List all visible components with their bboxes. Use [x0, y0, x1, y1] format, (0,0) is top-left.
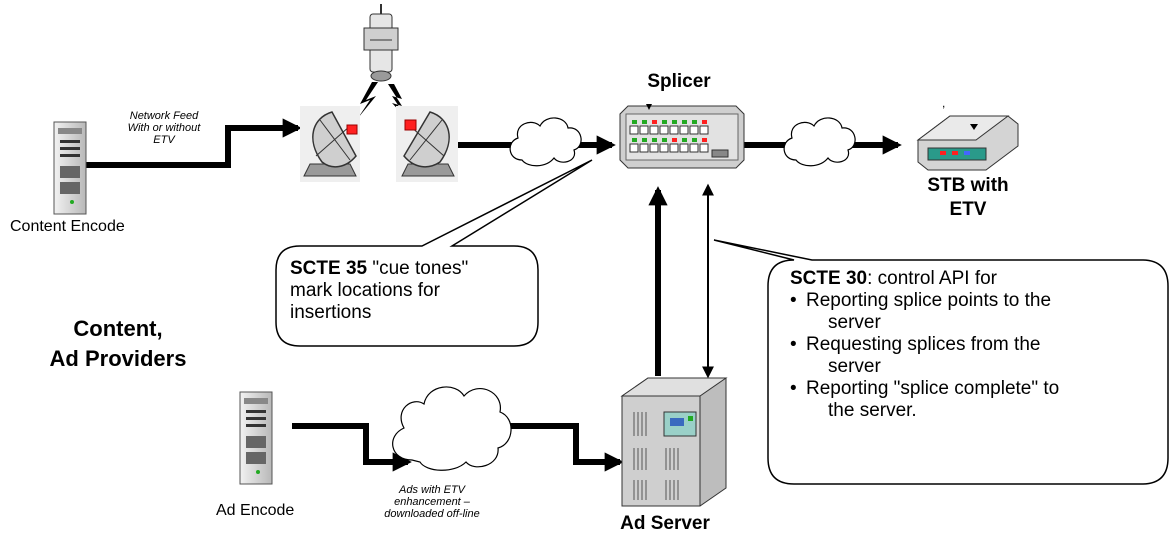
set-top-box-icon	[916, 115, 1019, 171]
scte35-line1: SCTE 35 "cue tones"	[290, 258, 530, 280]
port-led	[642, 138, 647, 142]
lightning-left-icon	[358, 82, 378, 118]
scte30-bullet-line: server	[828, 356, 881, 377]
scte35-callout-text: SCTE 35 "cue tones" mark locations for i…	[290, 258, 530, 324]
port-jack	[669, 125, 679, 135]
scte35-line3: insertions	[290, 302, 372, 323]
splicer-icon	[619, 104, 745, 169]
port-led	[692, 138, 697, 142]
scte35-line2: mark locations for	[290, 280, 440, 301]
lightning-right-icon	[388, 84, 408, 120]
scte35-bold: SCTE 35	[290, 258, 368, 279]
port-jack	[689, 143, 699, 153]
tick-mark: ,	[942, 96, 946, 110]
port-jack	[639, 143, 649, 153]
scte30-bold: SCTE 30	[790, 268, 868, 289]
port-led	[662, 138, 667, 142]
feed-arrow	[86, 118, 302, 168]
ads-label-line1: Ads with ETV	[398, 484, 466, 496]
cloud-icon-upper-right	[783, 117, 856, 167]
satellite-icon	[363, 4, 399, 82]
scte30-bullet-line: the server.	[828, 400, 917, 421]
ads-label-line3: downloaded off-line	[384, 508, 480, 520]
content-encode-label: Content Encode	[10, 218, 125, 235]
stb-label: STB with ETV	[916, 174, 1020, 222]
port-led	[692, 120, 697, 124]
network-feed-label: Network Feed With or without ETV	[112, 110, 216, 146]
stb-label-line1: STB with	[927, 175, 1009, 196]
port-jack	[649, 143, 659, 153]
port-led	[682, 138, 687, 142]
port-led	[682, 120, 687, 124]
scte35-line1-rest: "cue tones"	[367, 258, 469, 279]
stb-label-line2: ETV	[949, 199, 987, 220]
port-jack	[679, 125, 689, 135]
port-jack	[699, 143, 709, 153]
port-led	[662, 120, 667, 124]
port-led	[672, 120, 677, 124]
scte30-bullet-line: Requesting splices from the	[806, 334, 1041, 355]
satellite-dish-downlink-icon	[396, 106, 458, 182]
port-led	[632, 120, 637, 124]
port-jack	[649, 125, 659, 135]
providers-label-line1: Content,	[73, 316, 163, 341]
scte30-callout-text: SCTE 30: control API for Reporting splic…	[790, 268, 1160, 422]
port-jack	[659, 143, 669, 153]
scte35-callout-bubble	[275, 159, 593, 347]
providers-label: Content, Ad Providers	[26, 314, 210, 374]
port-led	[702, 120, 707, 124]
ad-server-icon	[620, 377, 728, 507]
port-jack	[689, 125, 699, 135]
network-feed-label-line1: Network Feed	[129, 110, 199, 122]
ads-label-line2: enhancement –	[394, 496, 470, 508]
content-encode-server-icon	[53, 121, 87, 215]
port-led	[652, 138, 657, 142]
port-led	[702, 138, 707, 142]
cloud-to-ad-server-arrow	[498, 423, 624, 472]
scte30-heading: SCTE 30: control API for	[790, 268, 1160, 290]
network-feed-label-line3: ETV	[153, 134, 175, 146]
providers-label-line2: Ad Providers	[49, 346, 187, 371]
cloud-icon-upper-left	[509, 117, 582, 167]
port-led	[632, 138, 637, 142]
port-led	[642, 120, 647, 124]
port-jack	[659, 125, 669, 135]
port-led	[652, 120, 657, 124]
port-jack	[629, 143, 639, 153]
port-jack	[699, 125, 709, 135]
port-led	[672, 138, 677, 142]
network-feed-label-line2: With or without	[127, 122, 201, 134]
scte30-bullet-line: server	[828, 312, 881, 333]
port-jack	[669, 143, 679, 153]
scte30-bullet-line: Reporting splice points to the	[806, 290, 1052, 311]
cloud-icon-lower	[392, 386, 512, 471]
scte30-bullet-line: Reporting "splice complete" to	[806, 378, 1060, 399]
splicer-label: Splicer	[647, 71, 711, 92]
scte30-heading-rest: : control API for	[867, 268, 997, 289]
ad-encode-to-cloud-arrow	[292, 423, 412, 472]
port-jack	[679, 143, 689, 153]
ads-label: Ads with ETV enhancement – downloaded of…	[372, 484, 492, 520]
port-jack	[629, 125, 639, 135]
port-jack	[639, 125, 649, 135]
satellite-dish-uplink-icon	[300, 106, 360, 182]
ad-server-label: Ad Server	[620, 513, 710, 534]
ad-encode-server-icon	[239, 391, 273, 485]
ad-encode-label: Ad Encode	[216, 502, 295, 519]
